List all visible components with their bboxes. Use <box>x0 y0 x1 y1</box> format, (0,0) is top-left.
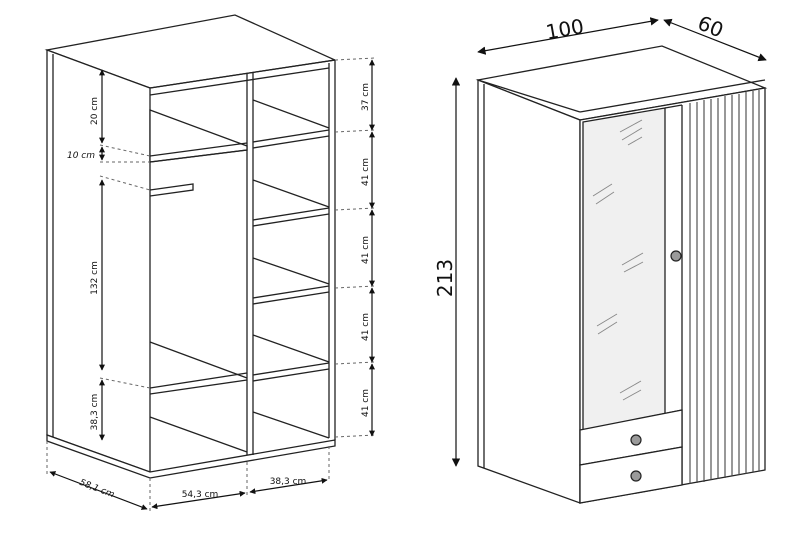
lower-drawer-knob <box>630 470 642 482</box>
closed-left-side <box>477 79 581 504</box>
left-height-label-2: 10 cm <box>67 151 95 161</box>
fluted-door-slats <box>689 90 760 484</box>
hanging-rail <box>149 183 194 197</box>
height-label-5: 41 cm <box>361 389 371 417</box>
left-height-dimensions: 20 cm 10 cm 132 cm 38,3 cm <box>67 69 105 441</box>
height-label-4: 41 cm <box>361 313 371 341</box>
left-height-label-4: 38,3 cm <box>90 394 100 431</box>
height-label-2: 41 cm <box>361 158 371 186</box>
right-height-dimensions: 37 cm 41 cm 41 cm 41 cm 41 cm <box>361 59 375 437</box>
left-height-label-1: 20 cm <box>90 97 100 125</box>
width-100-label: 100 <box>544 14 586 44</box>
height-label-1: 37 cm <box>361 83 371 111</box>
height-label-3: 41 cm <box>361 236 371 264</box>
width-label-1: 54,3 cm <box>182 490 219 500</box>
left-height-label-3: 132 cm <box>90 261 100 295</box>
right-column-shelves <box>252 99 330 439</box>
mirror-reflection <box>592 119 644 401</box>
depth-60-label: 60 <box>694 11 727 43</box>
open-wardrobe-drawing: 37 cm 41 cm 41 cm 41 cm 41 cm 20 cm 10 c… <box>44 14 376 512</box>
depth-label: 58,1 cm <box>78 478 116 501</box>
height-213-label: 213 <box>433 259 457 297</box>
upper-drawer-knob <box>630 434 642 446</box>
door-knob <box>670 250 682 262</box>
bottom-dimensions: 58,1 cm 54,3 cm 38,3 cm <box>49 471 328 510</box>
dimension-leaders <box>46 57 376 512</box>
closed-wardrobe-drawing: 100 60 213 <box>433 11 768 504</box>
mirror-door-glass <box>582 107 666 431</box>
width-label-2: 38,3 cm <box>270 477 307 487</box>
